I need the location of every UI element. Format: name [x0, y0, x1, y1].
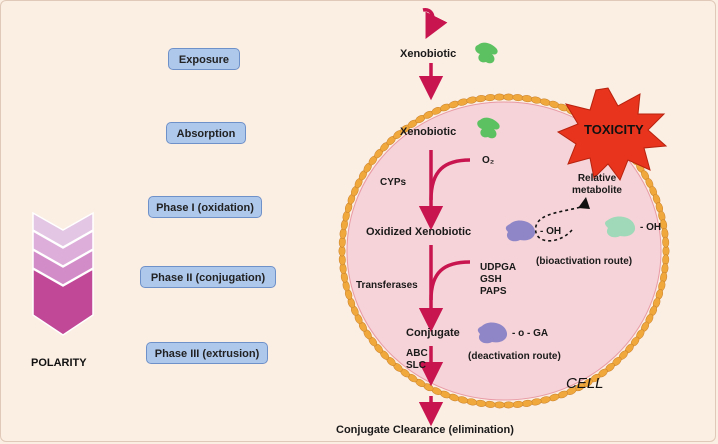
- bioactivation-label: (bioactivation route): [536, 256, 633, 267]
- clearance-label: Conjugate Clearance (elimination): [336, 424, 514, 436]
- cofactor-branch: [429, 260, 471, 301]
- transporter-abc: ABC: [406, 348, 428, 359]
- metabolite-molecule: [605, 216, 636, 238]
- cofactor-gsh: GSH: [480, 274, 502, 285]
- chevron-1: [32, 211, 94, 248]
- xenobiotic-outside-label: Xenobiotic: [400, 48, 457, 60]
- bioactivation-loop: [534, 205, 585, 242]
- phase-absorption: Absorption: [166, 122, 246, 144]
- xenobiotic-molecule-inside: [477, 117, 500, 139]
- entry-arrow: [422, 8, 448, 39]
- oxidized-xenobiotic-label: Oxidized Xenobiotic: [366, 226, 472, 238]
- polarity-label: POLARITY: [31, 357, 87, 369]
- transferases-label: Transferases: [356, 280, 418, 291]
- cofactor-udpga: UDPGA: [480, 262, 517, 273]
- membrane-bead: [503, 401, 515, 409]
- phase-1-oxidation: Phase I (oxidation): [148, 196, 262, 218]
- bioactivation-arrowhead: [578, 197, 590, 209]
- phase-3-extrusion: Phase III (extrusion): [146, 342, 268, 364]
- phase-2-conjugation: Phase II (conjugation): [140, 266, 276, 288]
- transporters-label: ABC SLC: [406, 348, 428, 372]
- membrane-bead: [512, 400, 524, 408]
- phase-exposure: Exposure: [168, 48, 240, 70]
- cyps-label: CYPs: [380, 177, 407, 188]
- chevron-3: [32, 248, 94, 286]
- conjugate-group-label: - o - GA: [512, 328, 549, 339]
- oxidized-molecule: [505, 220, 536, 242]
- membrane-bead: [484, 400, 496, 408]
- membrane-bead: [662, 236, 670, 248]
- membrane-bead: [512, 94, 524, 102]
- relative-metabolite-label: Relative metabolite: [556, 173, 638, 197]
- cell-label: CELL: [566, 375, 604, 392]
- polarity-chevrons: [32, 211, 94, 336]
- membrane-bead: [484, 94, 496, 102]
- relative-metabolite-line2: metabolite: [571, 185, 622, 196]
- membrane-bead: [493, 93, 505, 101]
- cofactor-paps: PAPS: [480, 286, 507, 297]
- chevron-4: [32, 267, 94, 336]
- oh-label-1: - OH: [540, 226, 562, 237]
- toxicity-label: TOXICITY: [584, 122, 644, 137]
- relative-metabolite-line1: Relative: [577, 173, 617, 184]
- oh-label-2: - OH: [640, 222, 662, 233]
- membrane-bead: [493, 401, 505, 409]
- deactivation-label: (deactivation route): [468, 351, 561, 362]
- o2-branch: [429, 158, 471, 201]
- o2-label: O₂: [482, 155, 495, 166]
- cofactors-label: UDPGA GSH PAPS: [480, 262, 516, 298]
- chevron-2: [32, 229, 94, 267]
- conjugate-label: Conjugate: [406, 327, 460, 339]
- transporter-slc: SLC: [406, 360, 426, 371]
- xenobiotic-inside-label: Xenobiotic: [400, 126, 457, 138]
- toxicity-burst: [556, 87, 668, 182]
- conjugate-molecule: [477, 322, 508, 344]
- membrane-bead: [503, 93, 515, 101]
- xenobiotic-molecule-outside: [475, 42, 498, 64]
